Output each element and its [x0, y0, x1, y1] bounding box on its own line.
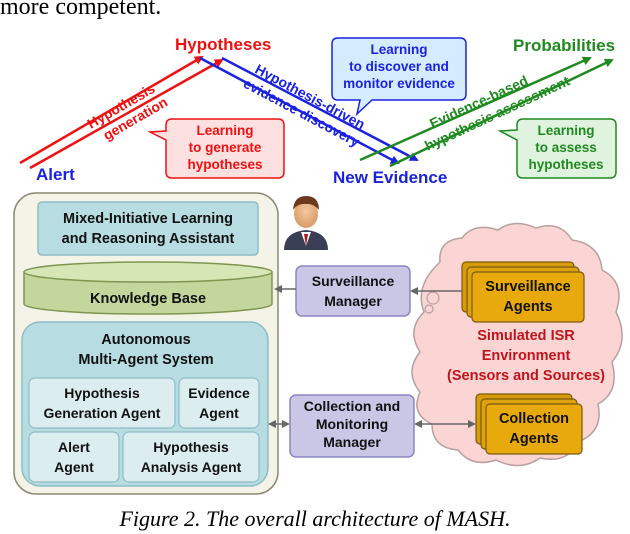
env-title-line3: (Sensors and Sources) [447, 368, 605, 384]
evidence-agent: Evidence Agent [178, 377, 260, 429]
probabilities-label: Probabilities [513, 36, 615, 55]
svg-text:Monitoring: Monitoring [316, 416, 388, 432]
alert-label: Alert [36, 165, 75, 184]
svg-text:Agent: Agent [199, 405, 239, 421]
svg-text:Learning: Learning [196, 123, 253, 138]
svg-text:Learning: Learning [537, 123, 594, 138]
header-fragment: more competent. [0, 0, 162, 20]
connectors [268, 285, 476, 428]
svg-text:Surveillance: Surveillance [312, 273, 395, 289]
svg-text:Agents: Agents [503, 299, 552, 315]
user-avatar-icon [284, 196, 328, 250]
svg-text:Analysis Agent: Analysis Agent [141, 459, 242, 475]
svg-text:monitor evidence: monitor evidence [343, 76, 455, 91]
surveillance-agents: Surveillance Agents [461, 261, 585, 323]
alert-agent: Alert Agent [28, 431, 120, 483]
callout-assess: Learning to assess hypotheses [497, 118, 617, 179]
hypothesis-analysis-agent: Hypothesis Analysis Agent [122, 431, 260, 483]
svg-text:hypotheses: hypotheses [528, 157, 603, 172]
collection-agents: Collection Agents [475, 393, 583, 455]
collection-manager: Collection and Monitoring Manager [289, 394, 415, 458]
figure-caption: Figure 2. The overall architecture of MA… [119, 506, 511, 531]
svg-text:Learning: Learning [370, 42, 427, 57]
svg-text:Collection and: Collection and [304, 398, 400, 414]
svg-text:Alert: Alert [58, 439, 90, 455]
callout-discover: Learning to discover and monitor evidenc… [331, 37, 467, 117]
assistant-box: Mixed-Initiative Learning and Reasoning … [37, 201, 259, 256]
hypothesis-generation-agent: Hypothesis Generation Agent [28, 377, 176, 429]
svg-text:Manager: Manager [324, 293, 382, 309]
hypothesis-generation-arrow-2 [29, 58, 224, 170]
callout-generate: Learning to generate hypotheses [147, 118, 285, 179]
svg-text:Hypothesis: Hypothesis [153, 439, 229, 455]
hypothesis-assessment-arrow-1 [359, 56, 592, 162]
hypothesis-assessment-arrow-2 [389, 58, 614, 168]
hypotheses-label: Hypotheses [175, 35, 271, 54]
svg-text:Hypothesis: Hypothesis [64, 385, 140, 401]
svg-text:Evidence: Evidence [188, 385, 250, 401]
svg-text:Generation Agent: Generation Agent [44, 405, 161, 421]
svg-text:and Reasoning Assistant: and Reasoning Assistant [62, 231, 235, 247]
svg-text:Surveillance: Surveillance [485, 279, 570, 295]
svg-text:Agents: Agents [509, 431, 558, 447]
svg-text:Agent: Agent [54, 459, 94, 475]
env-title-line1: Simulated ISR [477, 328, 575, 344]
svg-text:to discover and: to discover and [349, 59, 449, 74]
svg-text:hypotheses: hypotheses [187, 157, 262, 172]
svg-text:Manager: Manager [323, 434, 381, 450]
evidence-discovery-arrow-2 [221, 56, 419, 162]
svg-text:to generate: to generate [189, 140, 262, 155]
env-title-line2: Environment [482, 348, 571, 364]
hypothesis-generation-arrow-1 [19, 55, 204, 165]
evidence-discovery-arrow-1 [199, 56, 400, 165]
svg-text:to assess: to assess [535, 140, 597, 155]
svg-text:Collection: Collection [499, 411, 569, 427]
svg-text:Multi-Agent System: Multi-Agent System [78, 352, 213, 368]
reasoning-arrows [19, 55, 614, 170]
surveillance-manager: Surveillance Manager [295, 265, 411, 317]
new-evidence-label: New Evidence [333, 168, 447, 187]
svg-text:Autonomous: Autonomous [101, 332, 190, 348]
svg-text:Knowledge Base: Knowledge Base [90, 291, 206, 307]
svg-text:Mixed-Initiative Learning: Mixed-Initiative Learning [63, 211, 233, 227]
knowledge-base: Knowledge Base [23, 261, 273, 315]
